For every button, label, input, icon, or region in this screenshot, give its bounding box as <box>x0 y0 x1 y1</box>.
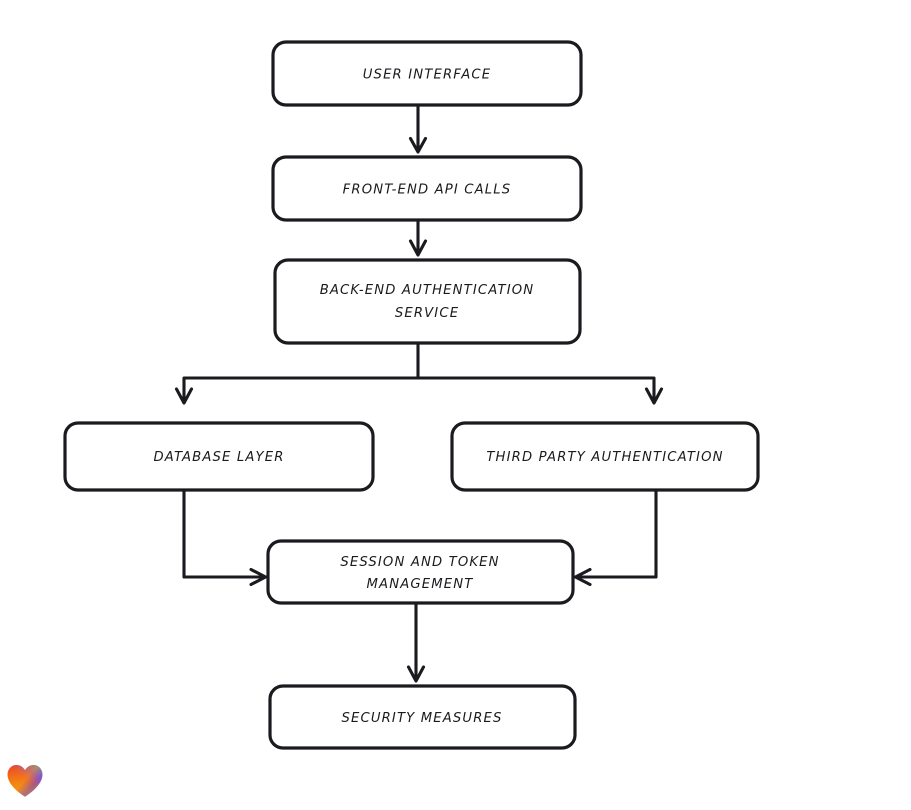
node-back-end-authentication-service-label-line1: BACK-END AUTHENTICATION <box>320 283 535 298</box>
connector-backend-to-database <box>174 341 420 405</box>
node-session-and-token-management-label-line2: MANAGEMENT <box>367 577 474 592</box>
node-user-interface-label: USER INTERFACE <box>363 68 492 83</box>
node-user-interface-shape <box>271 40 583 107</box>
node-front-end-api-calls-label: FRONT-END API CALLS <box>343 183 512 198</box>
node-session-and-token-management-label-line1: SESSION AND TOKEN <box>340 555 499 570</box>
connector-ui-to-api <box>408 103 428 154</box>
node-front-end-api-calls[interactable]: FRONT-END API CALLS <box>271 155 583 222</box>
heart-icon <box>7 765 43 797</box>
node-database-layer-shape <box>63 421 375 492</box>
connector-api-to-backend <box>408 218 428 257</box>
heart-watermark <box>7 764 43 798</box>
node-third-party-authentication-shape <box>450 421 760 492</box>
node-back-end-authentication-service-shape <box>273 258 582 345</box>
node-security-measures-label: SECURITY MEASURES <box>341 711 502 726</box>
connector-session-to-security <box>406 601 426 683</box>
node-security-measures[interactable]: SECURITY MEASURES <box>268 684 577 750</box>
node-security-measures-shape <box>268 684 577 750</box>
node-session-and-token-management[interactable]: SESSION AND TOKEN MANAGEMENT <box>266 539 575 605</box>
connector-thirdparty-to-session <box>573 488 658 587</box>
node-front-end-api-calls-shape <box>271 155 583 222</box>
node-third-party-authentication-label: THIRD PARTY AUTHENTICATION <box>486 450 723 465</box>
node-third-party-authentication[interactable]: THIRD PARTY AUTHENTICATION <box>450 421 760 492</box>
node-user-interface[interactable]: USER INTERFACE <box>271 40 583 107</box>
node-database-layer-label: DATABASE LAYER <box>153 450 284 465</box>
node-back-end-authentication-service[interactable]: BACK-END AUTHENTICATION SERVICE <box>273 258 582 345</box>
connector-database-to-session <box>182 488 268 587</box>
node-database-layer[interactable]: DATABASE LAYER <box>63 421 375 492</box>
node-session-and-token-management-shape <box>266 539 575 605</box>
node-back-end-authentication-service-label-line2: SERVICE <box>395 306 459 321</box>
connector-backend-to-thirdparty <box>416 376 664 405</box>
